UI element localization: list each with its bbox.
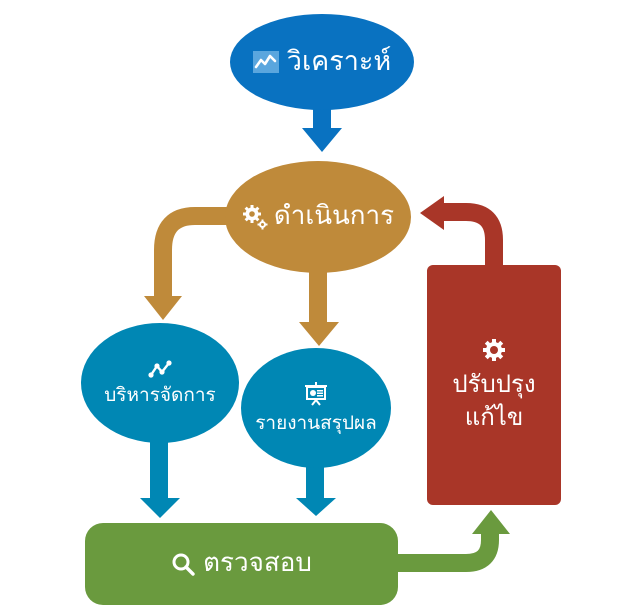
check-node-shape	[85, 523, 398, 605]
report-label: รายงานสรุปผล	[255, 411, 377, 434]
report-node[interactable]: รายงานสรุปผล	[241, 348, 391, 468]
manage-node[interactable]: บริหารจัดการ	[81, 323, 239, 443]
line-chart-icon	[252, 50, 279, 73]
gears-icon	[242, 204, 268, 230]
operate-label: ดำเนินการ	[273, 201, 395, 232]
improve-node[interactable]: ปรับปรุง แก้ไข	[427, 265, 561, 505]
gear-icon	[482, 338, 506, 362]
arrow-report-to-check	[296, 460, 336, 516]
presentation-board-icon	[304, 381, 328, 406]
arrow-operate-to-report	[299, 268, 339, 346]
analyze-node-shape	[230, 14, 414, 110]
magnifier-icon	[171, 552, 195, 576]
manage-label: บริหารจัดการ	[104, 383, 216, 406]
check-label: ตรวจสอบ	[203, 548, 312, 579]
improve-label-line2: แก้ไข	[464, 403, 524, 431]
connected-nodes-icon	[148, 359, 172, 378]
arrow-manage-to-check	[140, 430, 180, 518]
improve-node-shape	[427, 265, 561, 505]
analyze-label: วิเคราะห์	[286, 45, 392, 77]
manage-node-shape	[81, 323, 239, 443]
check-node[interactable]: ตรวจสอบ	[85, 523, 398, 605]
operate-node-shape	[225, 161, 411, 273]
arrow-improve-to-operate	[420, 196, 503, 268]
arrow-check-to-improve	[396, 510, 510, 572]
arrow-operate-to-manage	[144, 207, 240, 320]
operate-node[interactable]: ดำเนินการ	[225, 161, 411, 273]
report-node-shape	[241, 348, 391, 468]
improve-label-line1: ปรับปรุง	[452, 370, 536, 399]
analyze-node[interactable]: วิเคราะห์	[230, 14, 414, 110]
